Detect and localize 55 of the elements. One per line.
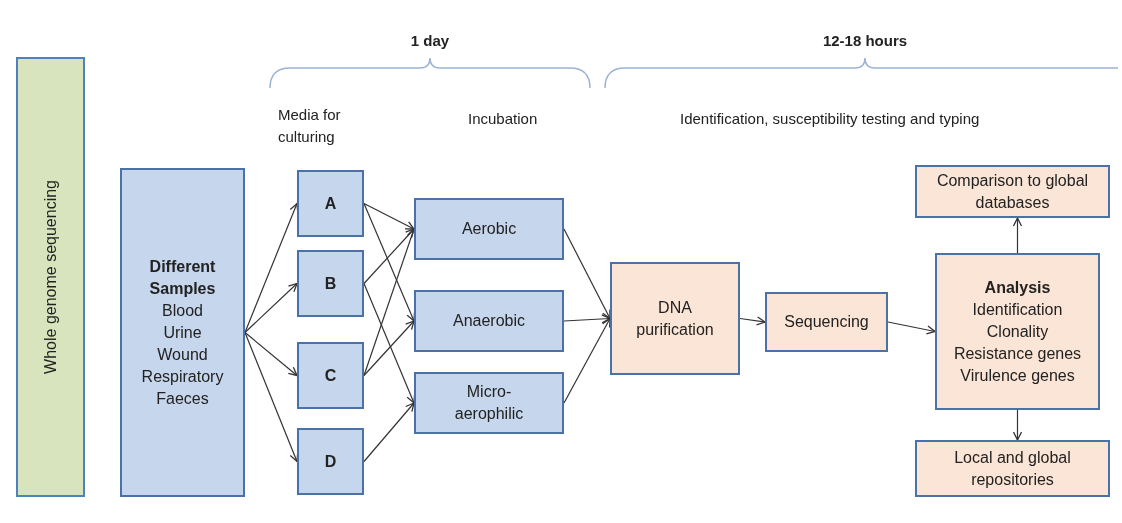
vertical-band (16, 57, 85, 497)
box-label: Whole genome sequencing (40, 180, 60, 374)
arrow (363, 320, 415, 377)
box-label: D (323, 451, 338, 472)
process-box (297, 342, 364, 409)
process-box (610, 262, 740, 375)
box-label: Comparison to global databases (935, 170, 1090, 213)
arrow (363, 202, 415, 230)
box-label: Local and global repositories (953, 447, 1072, 490)
arrow (563, 317, 611, 404)
box-label: Anaerobic (451, 311, 526, 331)
annotation-text: Incubation (468, 109, 539, 129)
box-label: Resistance genes (952, 343, 1083, 364)
process-box (414, 290, 564, 352)
box-label: Identification (971, 299, 1064, 320)
arrow (363, 402, 415, 463)
box-label: C (323, 365, 338, 386)
arrow (244, 331, 298, 377)
box-label: Clonality (985, 321, 1050, 342)
annotation-text: 12-18 hours (821, 31, 909, 51)
process-box (935, 253, 1100, 410)
box-label: Faeces (155, 388, 210, 409)
arrow (739, 316, 766, 326)
box-label: Wound (156, 344, 209, 365)
box-label: Blood (161, 300, 204, 321)
arrow (563, 228, 611, 320)
box-label: Aerobic (460, 219, 518, 239)
process-box (297, 170, 364, 237)
box-heading: Different Samples (148, 256, 217, 299)
annotation-text: 1 day (409, 31, 451, 51)
process-box (414, 198, 564, 260)
box-label: Respiratory (140, 366, 225, 387)
process-box (297, 250, 364, 317)
process-box (414, 372, 564, 434)
process-box (765, 292, 888, 352)
arrow (244, 282, 298, 334)
box-heading: Analysis (983, 277, 1052, 298)
arrow (563, 314, 611, 324)
arrow (887, 321, 936, 335)
arrow (1012, 217, 1023, 254)
box-label: DNA purification (635, 297, 715, 340)
box-label: Urine (162, 322, 203, 343)
process-box (915, 440, 1110, 497)
box-label: Sequencing (783, 312, 870, 332)
box-label: Micro- aerophilic (453, 382, 525, 424)
box-label: B (323, 273, 338, 294)
annotation-text: Media for culturing (278, 105, 342, 147)
box-label: Virulence genes (959, 365, 1076, 386)
process-box (120, 168, 245, 497)
arrow (363, 228, 415, 285)
annotation-text: Identification, susceptibility testing and typing (680, 109, 981, 129)
box-label: A (323, 193, 338, 214)
arrow (1012, 409, 1023, 441)
process-box (297, 428, 364, 495)
process-box (915, 165, 1110, 218)
